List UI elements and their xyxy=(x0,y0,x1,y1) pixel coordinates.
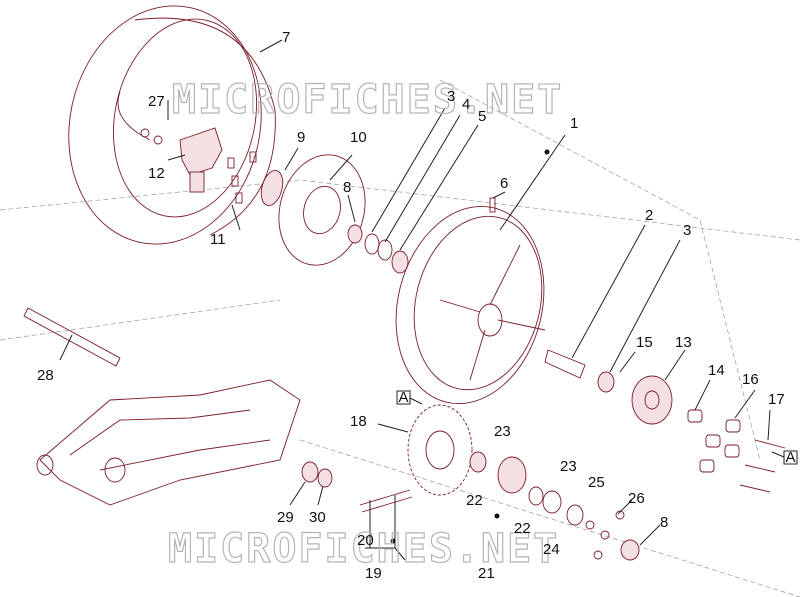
callout-labels: 1 2 3 3 4 5 6 7 8 8 9 10 11 12 13 14 15 … xyxy=(37,29,785,582)
callout-23: 23 xyxy=(494,423,511,440)
callout-8: 8 xyxy=(343,179,351,196)
perspective-guides xyxy=(0,79,800,597)
callout-22: 22 xyxy=(514,520,531,537)
callout-13: 13 xyxy=(675,334,692,351)
valve xyxy=(489,197,496,213)
callout-30: 30 xyxy=(309,509,326,526)
callout-17: 17 xyxy=(768,391,785,408)
callout-26: 26 xyxy=(628,490,645,507)
callout-12: 12 xyxy=(148,165,165,182)
brake-disc xyxy=(278,154,366,266)
callout-28: 28 xyxy=(37,367,54,384)
callout-10: 10 xyxy=(350,129,367,146)
callout-27: 27 xyxy=(148,93,165,110)
swingarm xyxy=(36,379,301,506)
callout-22: 22 xyxy=(466,492,483,509)
reference-marker-a-right: A xyxy=(771,449,798,466)
sprocket-carrier xyxy=(631,375,673,425)
ref-a-label: A xyxy=(398,389,408,406)
callout-23: 23 xyxy=(560,458,577,475)
leader-lines xyxy=(59,39,771,561)
callout-20: 20 xyxy=(357,532,374,549)
ref-a-label: A xyxy=(785,449,795,466)
callout-21: 21 xyxy=(478,565,495,582)
callout-14: 14 xyxy=(708,362,725,379)
callout-2: 2 xyxy=(645,207,653,224)
wheel-spacer xyxy=(544,349,586,379)
callout-4: 4 xyxy=(462,96,470,113)
callout-9: 9 xyxy=(297,129,305,146)
left-bearings xyxy=(347,224,409,274)
callout-15: 15 xyxy=(636,334,653,351)
watermark-bottom: MICROFICHES.NET xyxy=(168,526,559,572)
callout-11: 11 xyxy=(210,231,226,248)
callout-5: 5 xyxy=(478,108,486,125)
callout-7: 7 xyxy=(282,29,290,46)
callout-8: 8 xyxy=(660,514,668,531)
swingarm-bearings xyxy=(301,461,333,488)
callout-6: 6 xyxy=(500,175,508,192)
callout-1: 1 xyxy=(570,115,578,132)
rear-sprocket xyxy=(407,404,473,496)
right-bearing xyxy=(597,371,615,393)
reference-marker-a-top: A xyxy=(396,389,423,406)
rear-wheel-rim xyxy=(395,205,546,405)
brake-caliper xyxy=(117,91,223,193)
nuts xyxy=(585,510,625,560)
watermark-top: MICROFICHES.NET xyxy=(172,77,563,123)
tyre xyxy=(68,5,276,245)
callout-24: 24 xyxy=(543,541,560,558)
callout-16: 16 xyxy=(742,371,759,388)
callout-25: 25 xyxy=(588,474,605,491)
callout-29: 29 xyxy=(277,509,294,526)
callout-18: 18 xyxy=(350,413,367,430)
callout-19: 19 xyxy=(365,565,382,582)
callout-3: 3 xyxy=(683,222,691,239)
studs xyxy=(739,439,786,493)
disc-carrier xyxy=(260,169,284,207)
disc-bolts xyxy=(227,151,257,204)
wheel-axle xyxy=(23,307,121,367)
right-side-bearings xyxy=(469,451,640,561)
callout-3: 3 xyxy=(447,88,455,105)
chain-link xyxy=(359,489,413,513)
dot-markers xyxy=(390,149,550,544)
cush-drive-dampers xyxy=(687,409,741,473)
